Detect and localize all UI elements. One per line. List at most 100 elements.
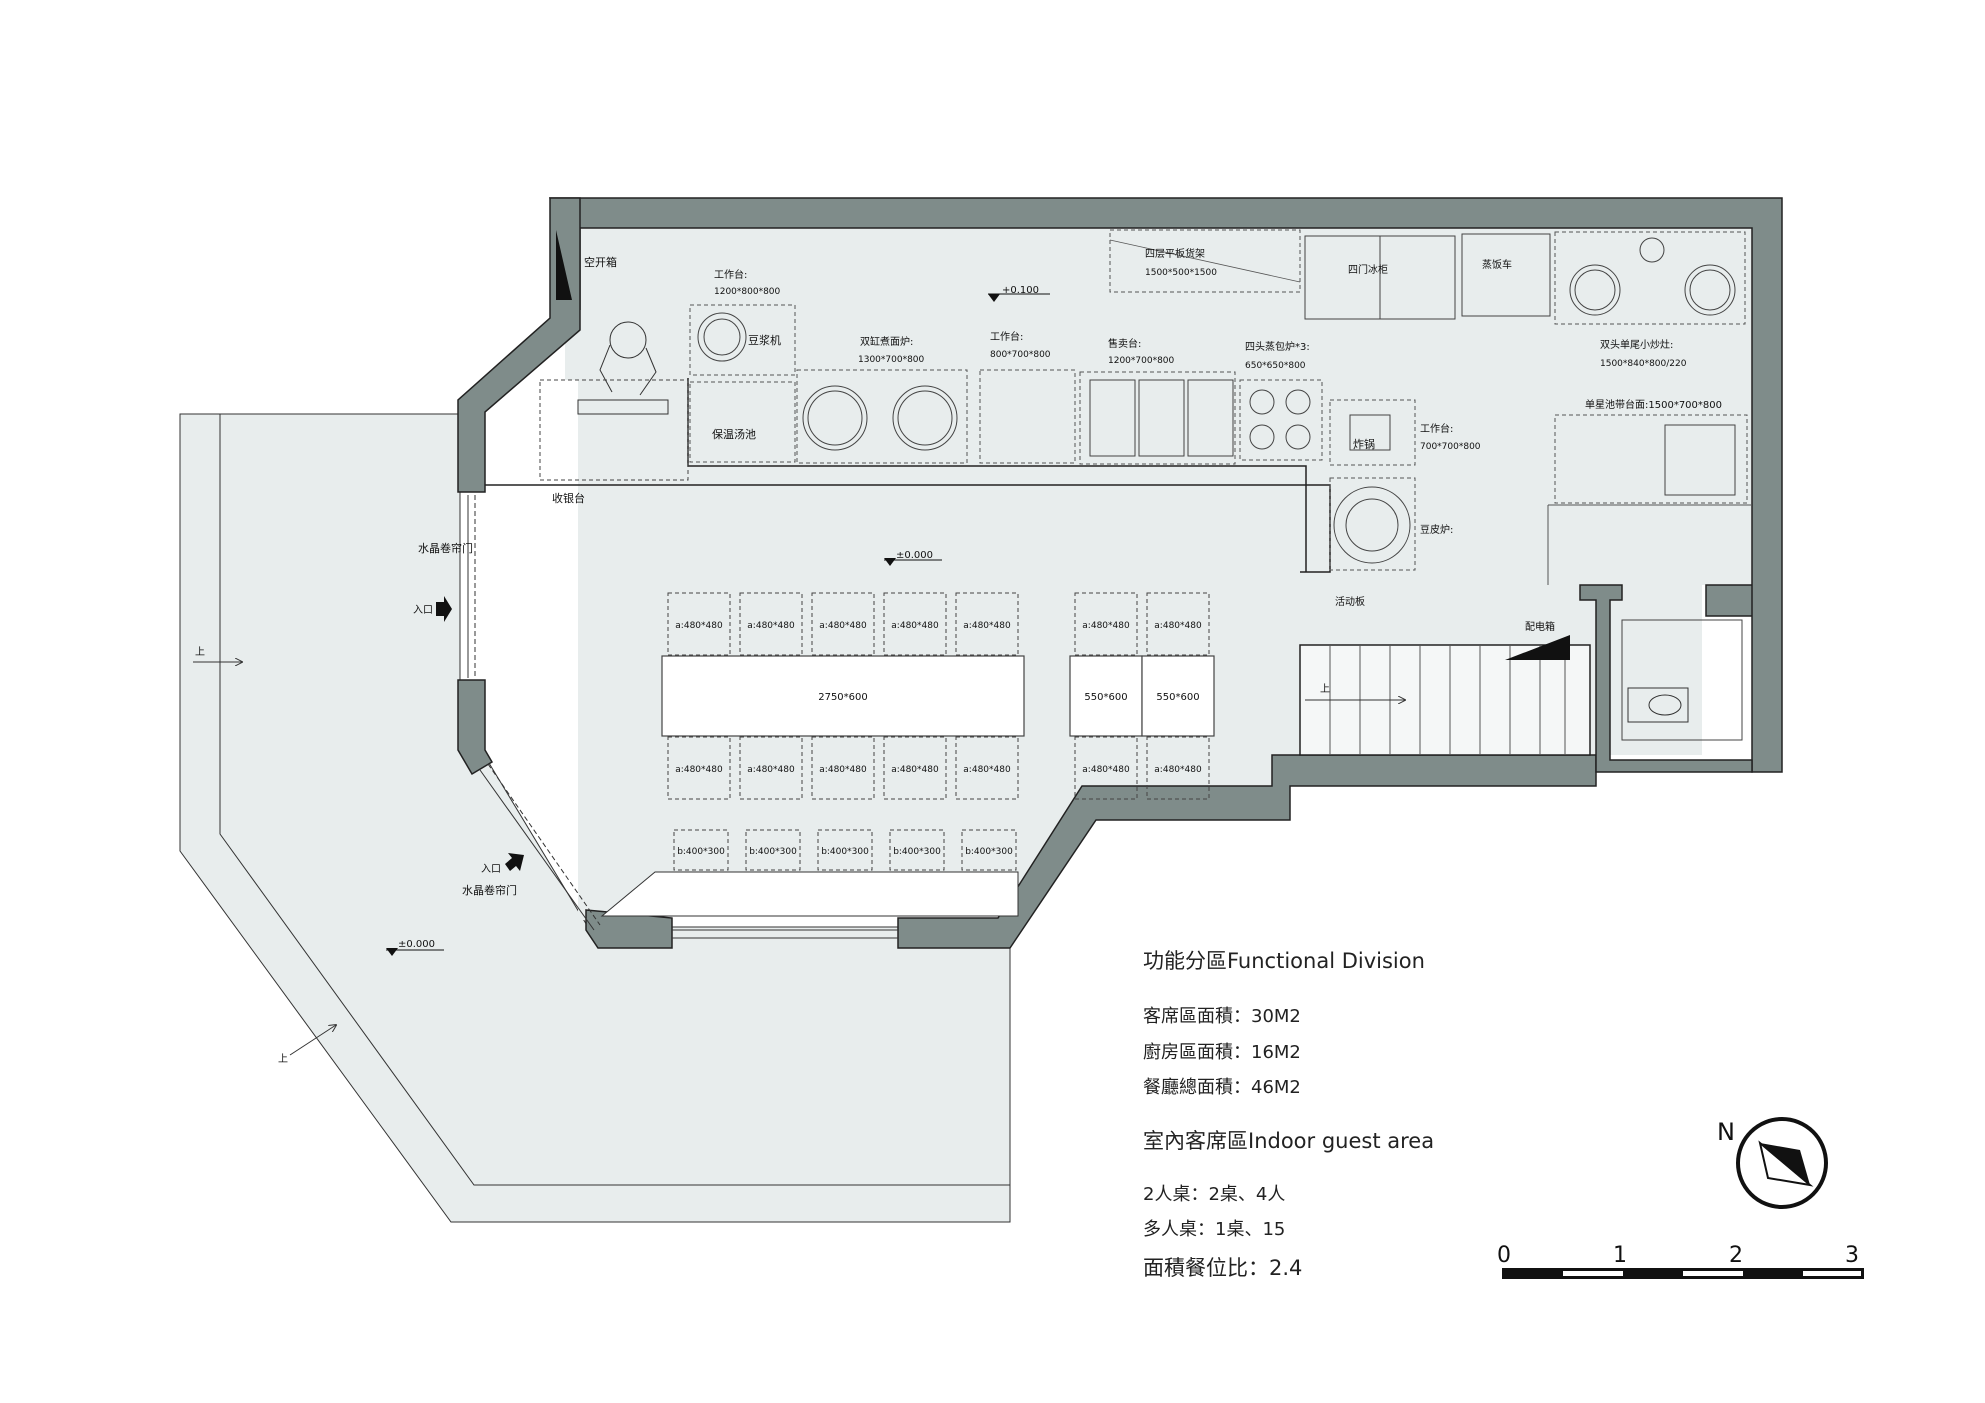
small-table-1-label: 550*600 <box>1084 692 1127 703</box>
wok-stove-dim: 1500*840*800/220 <box>1600 359 1687 369</box>
four-layer-shelf <box>1109 229 1301 293</box>
worktable-2-dim: 800*700*800 <box>990 350 1051 360</box>
chair-bottom-2 <box>739 736 803 800</box>
worktable-1 <box>689 304 796 376</box>
sales-counter-label: 售卖台: <box>1108 337 1141 350</box>
wok-stove <box>1554 231 1746 325</box>
long-table <box>661 655 1025 737</box>
soy-milk-machine <box>697 312 747 362</box>
south-wall-left <box>585 909 673 949</box>
terrace-inner-edge <box>219 414 1010 1186</box>
tofu-skin-stove-box <box>1329 477 1416 571</box>
stair-up-label: 上 <box>1320 683 1330 695</box>
chair-right-top-label-1: a:480*480 <box>1082 621 1130 631</box>
wok-stove-label: 双头单尾小炒灶: <box>1600 338 1673 351</box>
small-table-2 <box>1141 655 1215 737</box>
chair-top-label-1: a:480*480 <box>675 621 723 631</box>
legend-title-functional: 功能分區Functional Division <box>1143 949 1425 973</box>
tofu-skin-label: 豆皮炉: <box>1420 523 1453 536</box>
worktable-3-dim: 700*700*800 <box>1420 442 1481 452</box>
steamer-label: 四头蒸包炉*3: <box>1245 340 1310 353</box>
tofu-skin-stove <box>1333 486 1411 564</box>
chair-bottom-label-1: a:480*480 <box>675 765 723 775</box>
worktable-2 <box>979 369 1076 464</box>
chair-right-bottom-label-1: a:480*480 <box>1082 765 1130 775</box>
legend-two-person: 2人桌：2桌、4人 <box>1143 1184 1285 1205</box>
fryer-label: 炸锅 <box>1353 438 1375 451</box>
small-table-1 <box>1069 655 1143 737</box>
chair-right-bottom-2 <box>1146 736 1210 800</box>
chair-top-label-3: a:480*480 <box>819 621 867 631</box>
worktable-1-dim: 1200*800*800 <box>714 287 781 297</box>
cashier-person <box>577 321 669 415</box>
legend-title-indoor: 室內客席區Indoor guest area <box>1143 1129 1434 1153</box>
chair-right-bottom-label-2: a:480*480 <box>1154 765 1202 775</box>
northwest-wall <box>457 197 581 493</box>
west-wall-mid <box>457 679 494 776</box>
bench-label-3: b:400*300 <box>821 847 869 857</box>
legend-multi-person: 多人桌：1桌、15 <box>1143 1219 1285 1240</box>
scale-tick-3: 3 <box>1845 1243 1859 1268</box>
shelf-dim: 1500*500*1500 <box>1145 268 1217 278</box>
chair-bottom-5 <box>955 736 1019 800</box>
level-main-label: ±0.000 <box>896 550 933 561</box>
chair-bottom-3 <box>811 736 875 800</box>
cashier-label: 收银台 <box>552 491 585 505</box>
crystal-door-1-label: 水晶卷帘门 <box>418 541 473 555</box>
level-top-marker <box>988 294 1000 302</box>
walls <box>457 197 1783 949</box>
entrance-2-arrow <box>505 853 524 871</box>
level-outside-label: ±0.000 <box>398 939 435 950</box>
wall-bench <box>600 871 1019 917</box>
rice-steamer-cart <box>1461 233 1551 317</box>
bench-label-2: b:400*300 <box>749 847 797 857</box>
chair-top-2 <box>739 592 803 656</box>
chair-top-1 <box>667 592 731 656</box>
bench-label-1: b:400*300 <box>677 847 725 857</box>
bench-4 <box>889 829 945 871</box>
chair-right-bottom-1 <box>1074 736 1138 800</box>
small-table-2-label: 550*600 <box>1156 692 1199 703</box>
compass: N <box>1717 1117 1828 1209</box>
noodle-cooker <box>796 369 968 464</box>
shelf-label: 四层平板货架 <box>1145 247 1205 260</box>
worktable-3-label: 工作台: <box>1420 422 1453 435</box>
bench-5 <box>961 829 1017 871</box>
bench-label-5: b:400*300 <box>965 847 1013 857</box>
insulated-soup-pool <box>689 381 796 463</box>
bench-label-4: b:400*300 <box>893 847 941 857</box>
entrance-1-label: 入口 <box>413 605 433 616</box>
outside-up-1-label: 上 <box>195 646 205 658</box>
electric-box-label: 配电箱 <box>1525 620 1555 633</box>
chair-right-top-2 <box>1146 592 1210 656</box>
chair-right-top-label-2: a:480*480 <box>1154 621 1202 631</box>
breaker-box-symbol <box>556 230 572 300</box>
steamer-cart-label: 蒸饭车 <box>1482 258 1512 271</box>
chair-right-top-1 <box>1074 592 1138 656</box>
insulated-soup-label: 保温汤池 <box>712 427 756 441</box>
sales-counter-dim: 1200*700*800 <box>1108 356 1175 366</box>
entrance-1-arrow <box>436 596 452 622</box>
chair-bottom-4 <box>883 736 947 800</box>
noodle-cooker-label: 双缸煮面炉: <box>860 335 913 348</box>
noodle-cooker-dim: 1300*700*800 <box>858 355 925 365</box>
kitchen-equipment <box>689 229 1752 585</box>
entrance-2-label: 入口 <box>481 864 501 875</box>
scale-tick-0: 0 <box>1497 1243 1511 1268</box>
chair-top-4 <box>883 592 947 656</box>
toilet <box>1621 619 1743 741</box>
scale-bar: 0 1 2 3 <box>1497 1243 1864 1279</box>
single-sink-label: 单星池带台面:1500*700*800 <box>1585 398 1722 411</box>
soy-milk-machine-label: 豆浆机 <box>748 333 781 347</box>
legend: 功能分區Functional Division 客席區面積：30M2 廚房區面積… <box>1143 949 1434 1280</box>
steamer-stove <box>1239 379 1323 461</box>
chair-top-label-5: a:480*480 <box>963 621 1011 631</box>
distribution-box-label: 空开箱 <box>584 255 617 269</box>
level-top-label: +0.100 <box>1002 285 1039 296</box>
scale-tick-1: 1 <box>1613 1243 1627 1268</box>
chair-top-label-2: a:480*480 <box>747 621 795 631</box>
toilet-wall <box>1579 584 1753 773</box>
staircase <box>1299 635 1591 756</box>
bench-2 <box>745 829 801 871</box>
chair-top-label-4: a:480*480 <box>891 621 939 631</box>
